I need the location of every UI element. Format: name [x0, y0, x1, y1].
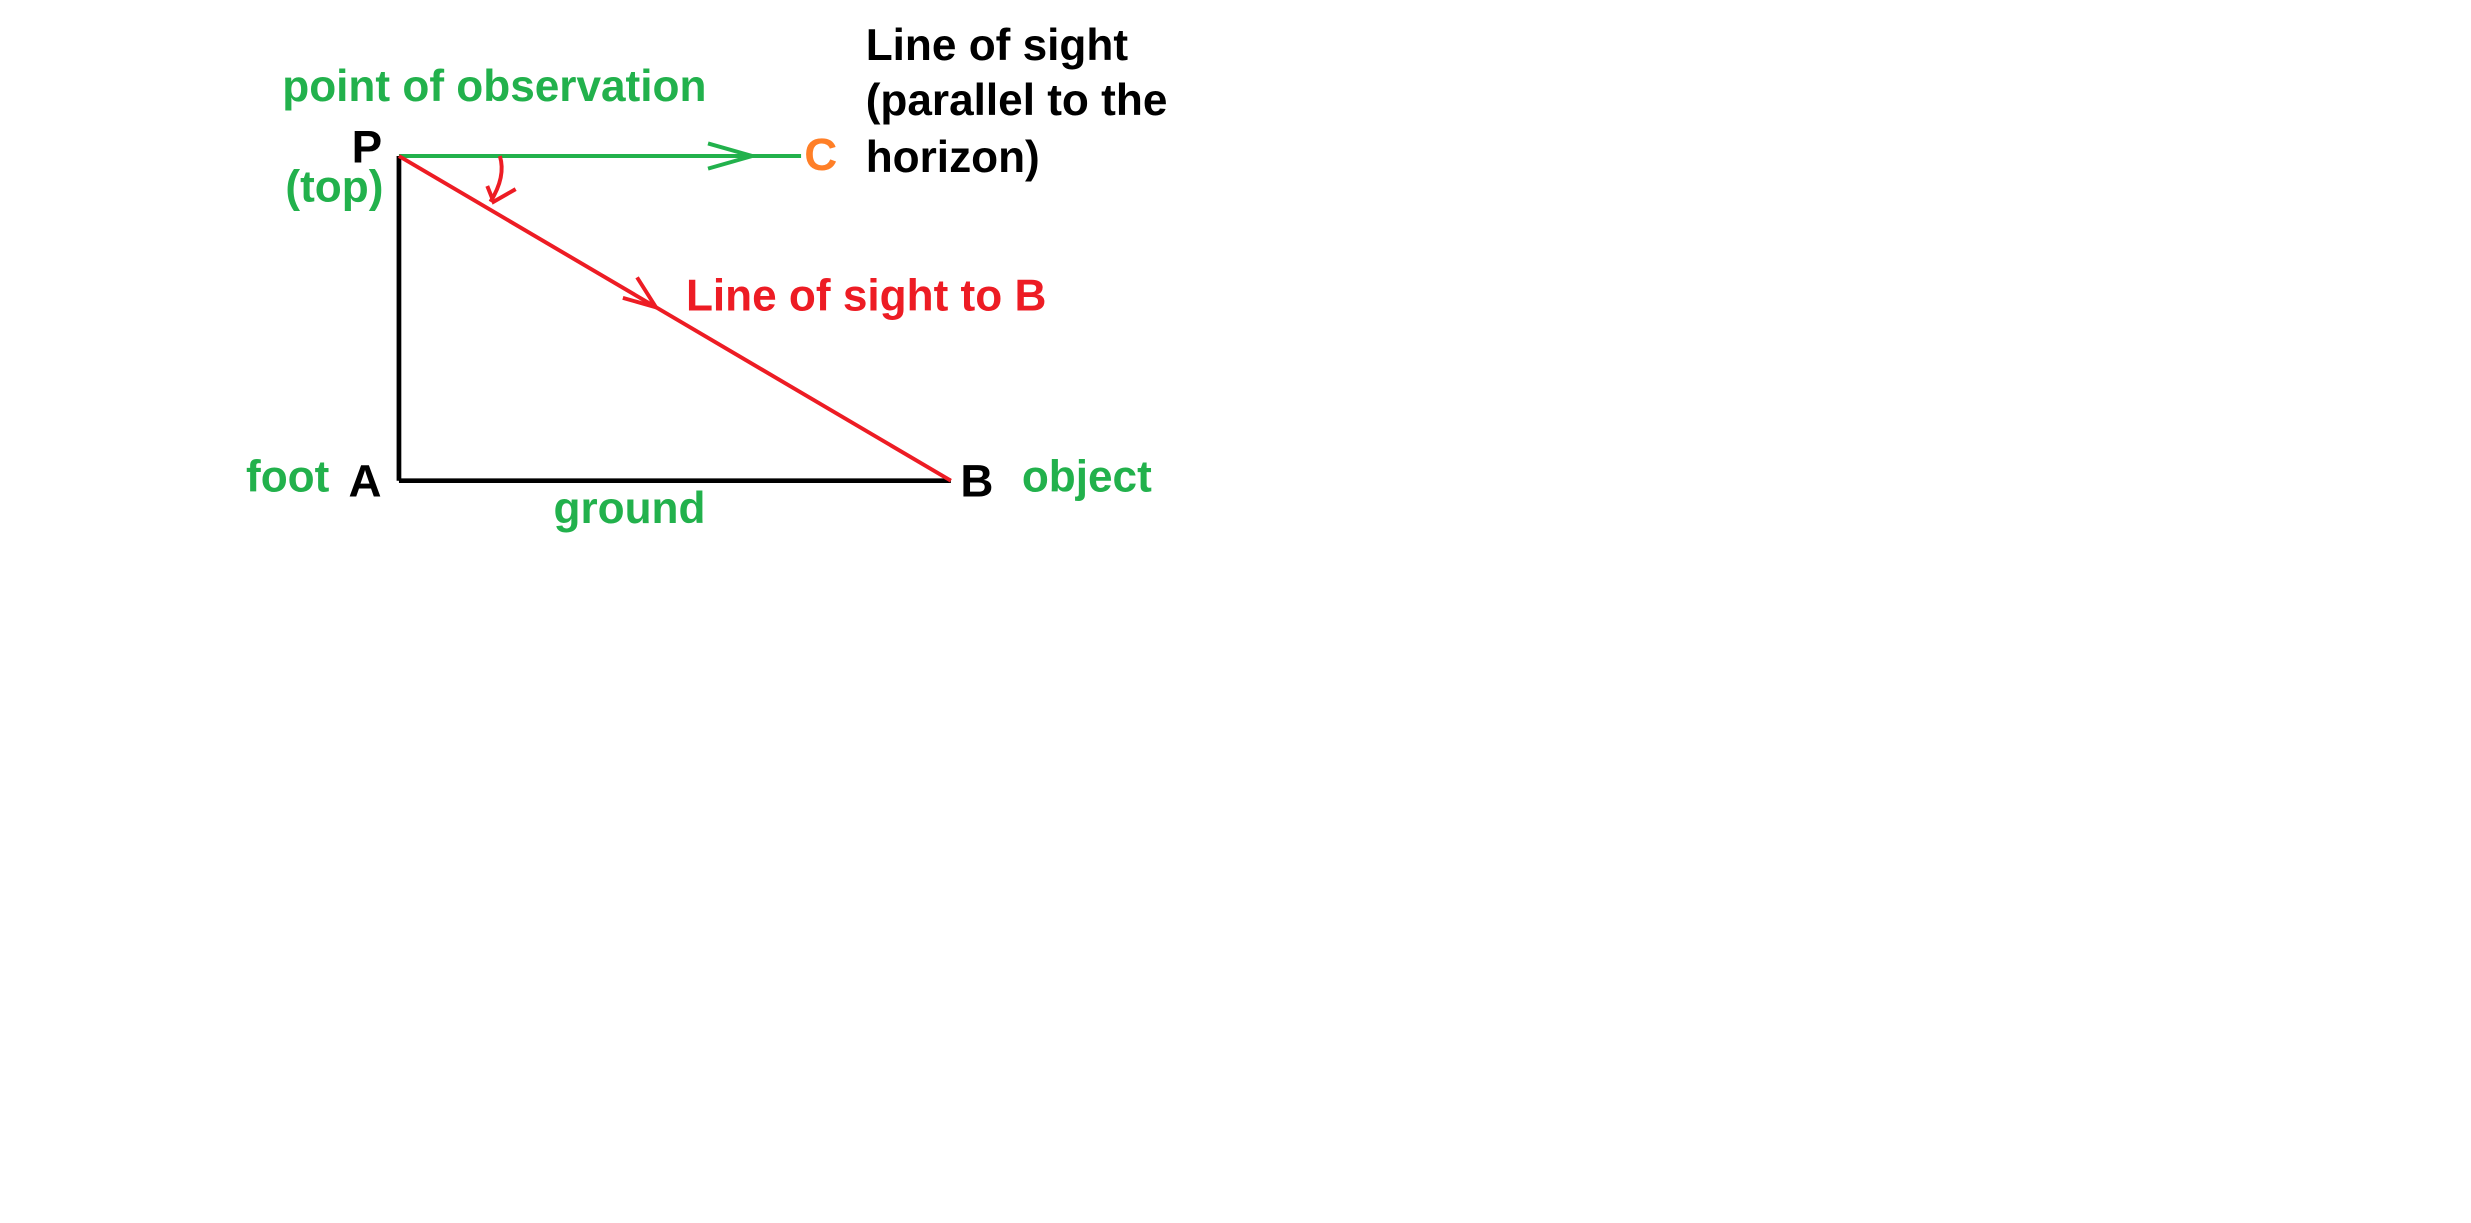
label-object: object [1022, 453, 1152, 502]
label-a: A [348, 455, 381, 506]
label-horizontal-line-3: horizon) [866, 133, 1040, 182]
label-point-of-observation: point of observation [282, 62, 706, 111]
line-of-sight-arrowhead [622, 276, 661, 311]
angle-arc-arrowhead [485, 185, 517, 205]
label-horizontal-line-1: Line of sight [866, 21, 1129, 70]
label-b: B [960, 455, 993, 506]
label-c: C [804, 129, 837, 180]
horizontal-arrowhead [707, 141, 760, 171]
label-top: (top) [285, 163, 383, 212]
label-ground: ground [553, 484, 705, 533]
line-of-sight-pb [397, 154, 952, 483]
label-p: P [352, 121, 382, 172]
label-foot: foot [246, 453, 330, 502]
label-horizontal-line-2: (parallel to the [866, 76, 1168, 125]
label-line-of-sight-to-b: Line of sight to B [686, 271, 1046, 320]
